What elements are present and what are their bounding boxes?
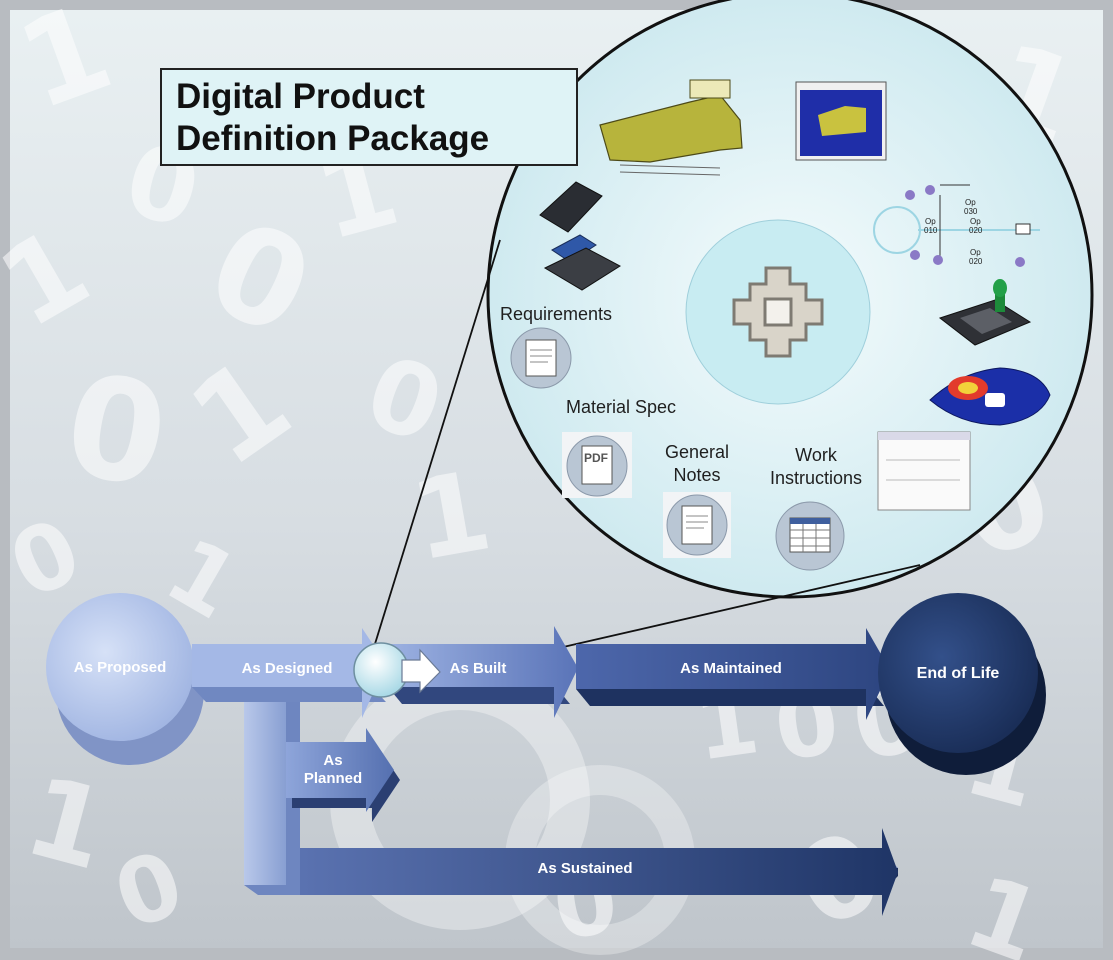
- op-020b-label: Op: [970, 248, 981, 257]
- zoom-focus-marker: [353, 642, 441, 698]
- op-020-number: 020: [969, 226, 983, 235]
- as-maintained-label: As Maintained: [680, 660, 782, 677]
- work-instructions-label-line1: Work: [795, 445, 838, 465]
- gear-icon: [732, 266, 824, 358]
- cad-part-icon: [599, 79, 743, 176]
- as-proposed-node: As Proposed: [46, 593, 204, 765]
- package-title-box: Digital Product Definition Package: [160, 68, 578, 166]
- work-instructions-label-line2: Instructions: [770, 468, 862, 488]
- cad-screenshot-icon: [795, 81, 887, 161]
- op-020b-number: 020: [969, 257, 983, 266]
- as-designed-branch-bar: [244, 685, 300, 895]
- mold-cavity-icon: [539, 181, 621, 291]
- work-instructions-screenshot-icon: [877, 431, 971, 511]
- title-line-2: Definition Package: [176, 119, 490, 158]
- general-notes-label-line2: Notes: [673, 465, 720, 485]
- fea-simulation-icon: [929, 367, 1051, 426]
- op-030-number: 030: [964, 207, 978, 216]
- fixture-machine-icon: [938, 279, 1032, 346]
- as-sustained-label: As Sustained: [537, 860, 632, 877]
- requirements-document-icon: [510, 327, 572, 389]
- general-notes-label-line1: General: [665, 442, 729, 462]
- as-proposed-label: As Proposed: [74, 659, 167, 676]
- material-spec-pdf-icon: PDF: [562, 432, 632, 498]
- as-built-label: As Built: [450, 660, 507, 677]
- as-built-arrow: As Built: [386, 626, 578, 718]
- as-designed-label: As Designed: [242, 660, 333, 677]
- focus-arrow-icon: [401, 648, 441, 694]
- work-instructions-table-icon: [775, 501, 845, 571]
- op-010-label: Op: [925, 217, 936, 226]
- requirements-label: Requirements: [500, 304, 612, 324]
- general-notes-document-icon: [663, 492, 731, 558]
- as-planned-label-line1: As: [323, 752, 342, 769]
- op-030-label: Op: [965, 198, 976, 207]
- as-designed-arrow: As Designed: [192, 628, 386, 718]
- process-flow-icon: Op 030 Op 010 Op 020 Op 020: [873, 184, 1040, 267]
- as-planned-label-line2: Planned: [304, 770, 362, 787]
- end-of-life-node: End of Life: [878, 593, 1046, 775]
- end-of-life-label: End of Life: [917, 665, 1000, 682]
- op-010-number: 010: [924, 226, 938, 235]
- as-planned-arrow: As Planned: [286, 728, 400, 822]
- op-020-label: Op: [970, 217, 981, 226]
- title-line-1: Digital Product: [176, 77, 425, 116]
- as-maintained-arrow: As Maintained: [576, 628, 890, 720]
- material-spec-label: Material Spec: [566, 397, 676, 417]
- as-sustained-arrow: As Sustained: [262, 828, 898, 916]
- pdf-icon-text: PDF: [584, 451, 608, 465]
